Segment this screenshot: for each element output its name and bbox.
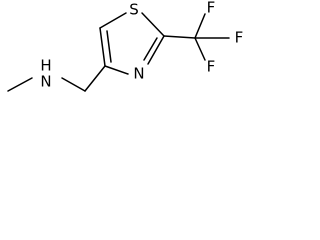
bond-c2-n [147, 35, 165, 65]
bond-c2-cf3 [163, 35, 196, 39]
atom-label-s: S [129, 1, 139, 19]
atom-label-f-right: F [235, 29, 244, 47]
bond-c4-c5 [99, 27, 106, 67]
bond-s-c2 [141, 12, 165, 37]
atom-label-f-bottom: F [207, 58, 216, 76]
bond-c4-c5-double [106, 30, 112, 63]
bond-n-ch2 [61, 77, 86, 92]
bond-c5-s [99, 12, 127, 29]
structure-diagram: H N S N F F F [7, 0, 243, 92]
bond-methyl-n [7, 77, 33, 92]
atom-labels: H N S N F F F [40, 0, 243, 91]
bonds [7, 12, 230, 92]
bond-ch2-c4 [84, 65, 106, 92]
bond-cf3-f-bottom [194, 37, 206, 61]
atom-label-n-amine: N [40, 73, 51, 91]
atom-label-h: H [40, 57, 51, 75]
atom-label-n-ring: N [133, 65, 144, 83]
bond-cf3-f-top [194, 13, 206, 39]
bond-c2-n-double [143, 37, 158, 61]
bond-n-c4 [104, 65, 129, 75]
atom-label-f-top: F [207, 0, 216, 17]
